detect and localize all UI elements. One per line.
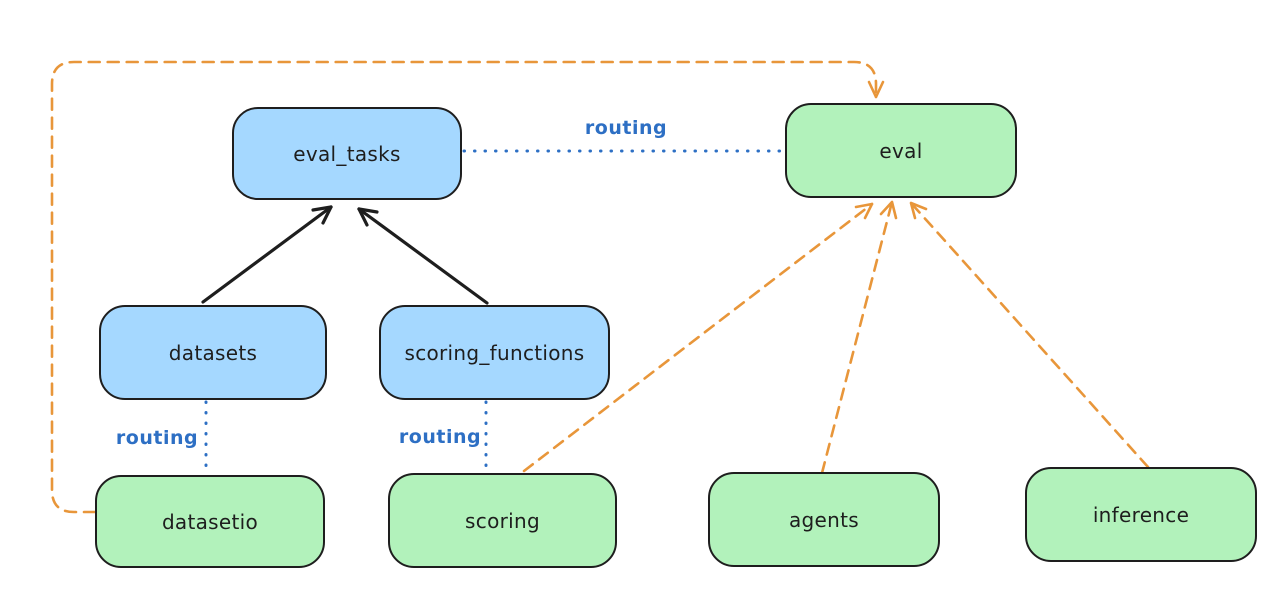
edge-agents-to-eval	[820, 200, 898, 475]
edge-scoring-to-eval	[522, 202, 874, 473]
edge-scoring_functions-to-eval_tasks	[357, 207, 489, 305]
edge-label-routing-scoring: routing	[398, 426, 482, 448]
node-scoring_functions: scoring_functions	[379, 305, 610, 400]
node-datasets: datasets	[99, 305, 327, 400]
node-eval_tasks-label: eval_tasks	[293, 141, 401, 166]
edge-datasetio-to-eval-loop	[50, 60, 885, 514]
edge-label-routing-top: routing	[584, 117, 668, 139]
edge-inference-to-eval	[909, 201, 1150, 469]
node-agents: agents	[708, 472, 940, 567]
node-eval_tasks: eval_tasks	[232, 107, 462, 200]
node-inference: inference	[1025, 467, 1257, 562]
edge-label-routing-datasets: routing	[115, 427, 199, 449]
node-eval: eval	[785, 103, 1017, 198]
node-datasets-label: datasets	[168, 340, 258, 365]
node-datasetio: datasetio	[95, 475, 325, 568]
arrowhead-icon	[311, 205, 333, 225]
arrowhead-icon	[879, 200, 898, 220]
node-eval-label: eval	[879, 138, 923, 163]
node-scoring_functions-label: scoring_functions	[404, 340, 585, 365]
node-datasetio-label: datasetio	[161, 509, 259, 534]
arrowhead-icon	[909, 201, 928, 220]
node-inference-label: inference	[1092, 502, 1190, 527]
edge-datasets-to-eval_tasks	[201, 205, 333, 304]
arrowhead-icon	[867, 80, 885, 99]
arrowhead-icon	[357, 207, 379, 227]
node-agents-label: agents	[789, 507, 859, 532]
arrowhead-icon	[854, 202, 874, 220]
node-scoring-label: scoring	[465, 508, 540, 533]
node-scoring: scoring	[388, 473, 617, 568]
